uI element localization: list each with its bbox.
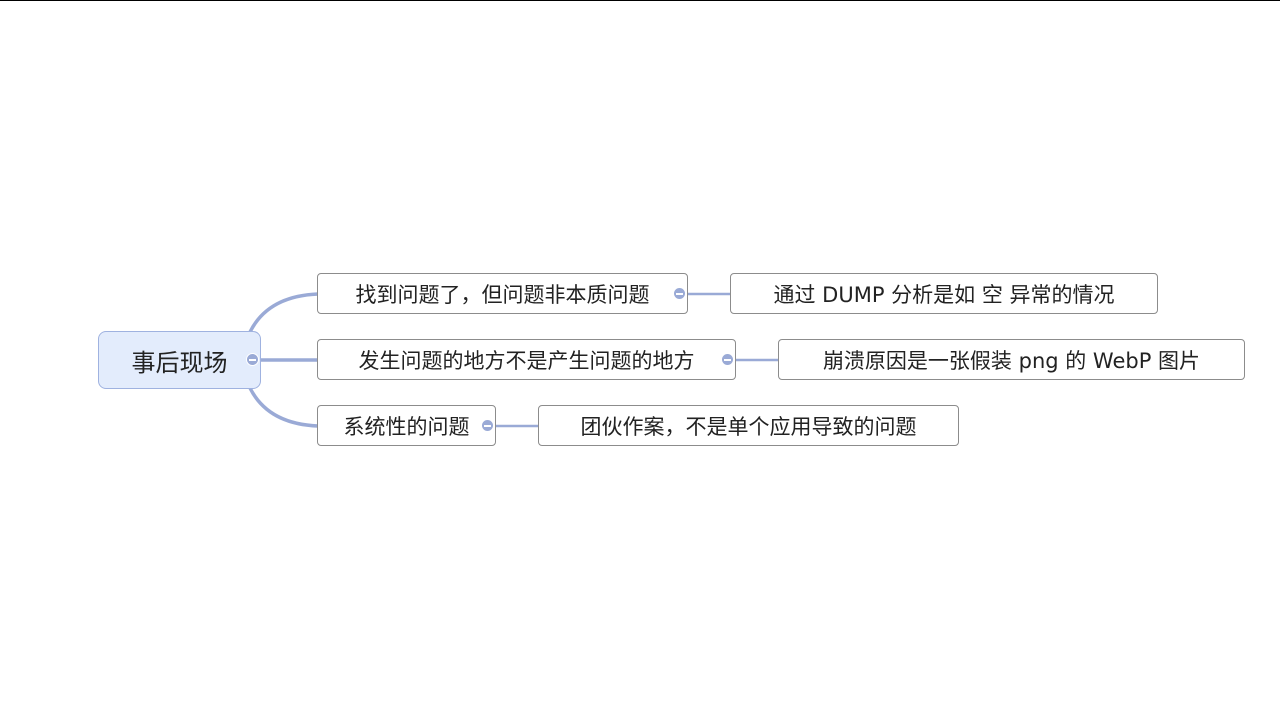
branch-topic-2[interactable]: 发生问题的地方不是产生问题的地方: [317, 339, 736, 380]
collapse-branch-1-icon[interactable]: [673, 287, 686, 300]
collapse-branch-2-icon[interactable]: [721, 353, 734, 366]
top-border: [0, 0, 1280, 1]
subtopic-label: 团伙作案，不是单个应用导致的问题: [580, 414, 917, 439]
subtopic-label: 崩溃原因是一张假装 png 的 WebP 图片: [822, 348, 1201, 373]
subtopic-1[interactable]: 通过 DUMP 分析是如 空 异常的情况: [730, 273, 1158, 314]
root-topic-label: 事后现场: [131, 348, 228, 377]
root-topic[interactable]: 事后现场: [98, 331, 261, 389]
collapse-branch-3-icon[interactable]: [481, 419, 494, 432]
subtopic-3[interactable]: 团伙作案，不是单个应用导致的问题: [538, 405, 959, 446]
branch-topic-3[interactable]: 系统性的问题: [317, 405, 496, 446]
link-root-branch-1: [248, 292, 319, 333]
branch-topic-label: 发生问题的地方不是产生问题的地方: [358, 348, 695, 373]
branch-topic-label: 找到问题了，但问题非本质问题: [355, 282, 650, 307]
subtopic-label: 通过 DUMP 分析是如 空 异常的情况: [773, 282, 1115, 307]
subtopic-2[interactable]: 崩溃原因是一张假装 png 的 WebP 图片: [778, 339, 1245, 380]
branch-topic-1[interactable]: 找到问题了，但问题非本质问题: [317, 273, 688, 314]
collapse-root-icon[interactable]: [246, 353, 259, 366]
link-root-branch-3: [248, 387, 319, 428]
branch-topic-label: 系统性的问题: [343, 414, 470, 439]
